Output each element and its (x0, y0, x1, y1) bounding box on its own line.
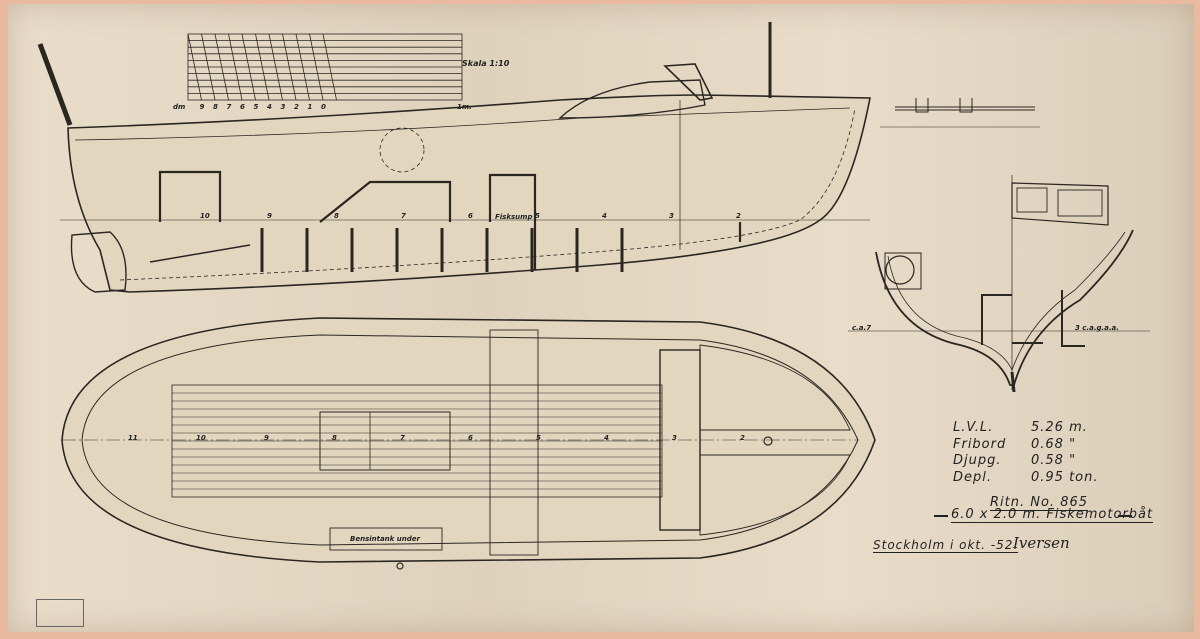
scale-bar (187, 33, 463, 101)
scale-tick: 5 (253, 103, 259, 111)
scale-diagonal (295, 33, 310, 101)
section-right-label: 3 c.a.g.a.a. (1075, 324, 1119, 332)
spec-row: Depl. 0.95 ton. (953, 470, 1099, 487)
scale-tick: 4 (267, 103, 272, 111)
spec-value: 0.95 ton. (1031, 469, 1099, 485)
title-dash (1118, 515, 1132, 517)
plan-station: 8 (332, 434, 337, 442)
scale-diagonal (322, 33, 337, 101)
plan-view (61, 317, 876, 570)
spec-value: 0.58 " (1031, 453, 1077, 468)
spec-row: Djupg. 0.58 " (953, 453, 1099, 470)
place-date: Stockholm i okt. -52. (873, 538, 1019, 553)
profile-station: 6 (468, 212, 473, 220)
signature: Iversen (1013, 534, 1070, 552)
archive-stamp (36, 599, 84, 627)
plan-station: 2 (740, 434, 745, 442)
title-dash (934, 515, 948, 517)
plan-station: 3 (672, 434, 677, 442)
scale-tick: 3 (280, 103, 286, 111)
spec-key: Djupg. (953, 453, 1002, 468)
scale-tick: 1 (307, 103, 313, 111)
scale-diagonal (268, 33, 283, 101)
spec-key: Fribord (953, 436, 1007, 452)
plan-station: 11 (128, 434, 138, 442)
spec-value: 5.26 m. (1031, 420, 1088, 435)
spec-value: 0.68 " (1031, 436, 1077, 452)
profile-station: 5 (535, 212, 540, 220)
scale-diagonal (282, 33, 297, 101)
scale-diagonal (228, 33, 243, 101)
section-left-label: c.a.7 (852, 324, 872, 332)
spec-key: Depl. (953, 469, 993, 485)
scale-diagonal (255, 33, 270, 101)
spec-key: L.V.L. (953, 420, 994, 435)
scale-diagonal (309, 33, 324, 101)
scale-tick: 9 (199, 103, 205, 111)
specifications-table: L.V.L. 5.26 m. Fribord 0.68 " Djupg. 0.58 "… (953, 420, 1099, 486)
plan-station: 9 (264, 434, 269, 442)
plan-station: 7 (400, 434, 405, 442)
plan-station: 4 (604, 434, 609, 442)
scale-diagonal (241, 33, 256, 101)
profile-station: 8 (334, 212, 339, 220)
fish-well-label: Fisksump (495, 213, 533, 221)
section-view (848, 175, 1150, 393)
profile-station: 4 (602, 212, 607, 220)
profile-station: 3 (669, 212, 674, 220)
scale-tick: 2 (294, 103, 299, 111)
scale-unit-dm: dm (173, 103, 186, 111)
fuel-tank-label: Bensintank under (350, 535, 420, 543)
plan-station: 10 (196, 434, 206, 442)
profile-station: 7 (401, 212, 406, 220)
profile-view (37, 22, 871, 293)
scale-tick: 8 (213, 103, 218, 111)
schematic-sketch (880, 98, 1040, 128)
scale-tick: 6 (240, 103, 245, 111)
scale-unit-m: 1m. (457, 103, 472, 111)
plan-station: 6 (468, 434, 473, 442)
spec-row: Fribord 0.68 " (953, 437, 1099, 454)
profile-station: 2 (736, 212, 741, 220)
profile-station: 9 (267, 212, 272, 220)
drawing-title: 6.0 x 2.0 m. Fiskemotorbåt (951, 507, 1154, 523)
scale-tick: 0 (321, 103, 326, 111)
scale-diagonal (214, 33, 229, 101)
profile-station: 10 (200, 212, 210, 220)
scale-label: Skala 1:10 (462, 59, 510, 68)
plan-station: 5 (536, 434, 541, 442)
scale-diagonal (187, 33, 202, 101)
spec-row: L.V.L. 5.26 m. (953, 420, 1099, 437)
scale-tick: 7 (226, 103, 232, 111)
scale-diagonal (201, 33, 216, 101)
drawing-number: Ritn. No. 865 (990, 495, 1089, 511)
